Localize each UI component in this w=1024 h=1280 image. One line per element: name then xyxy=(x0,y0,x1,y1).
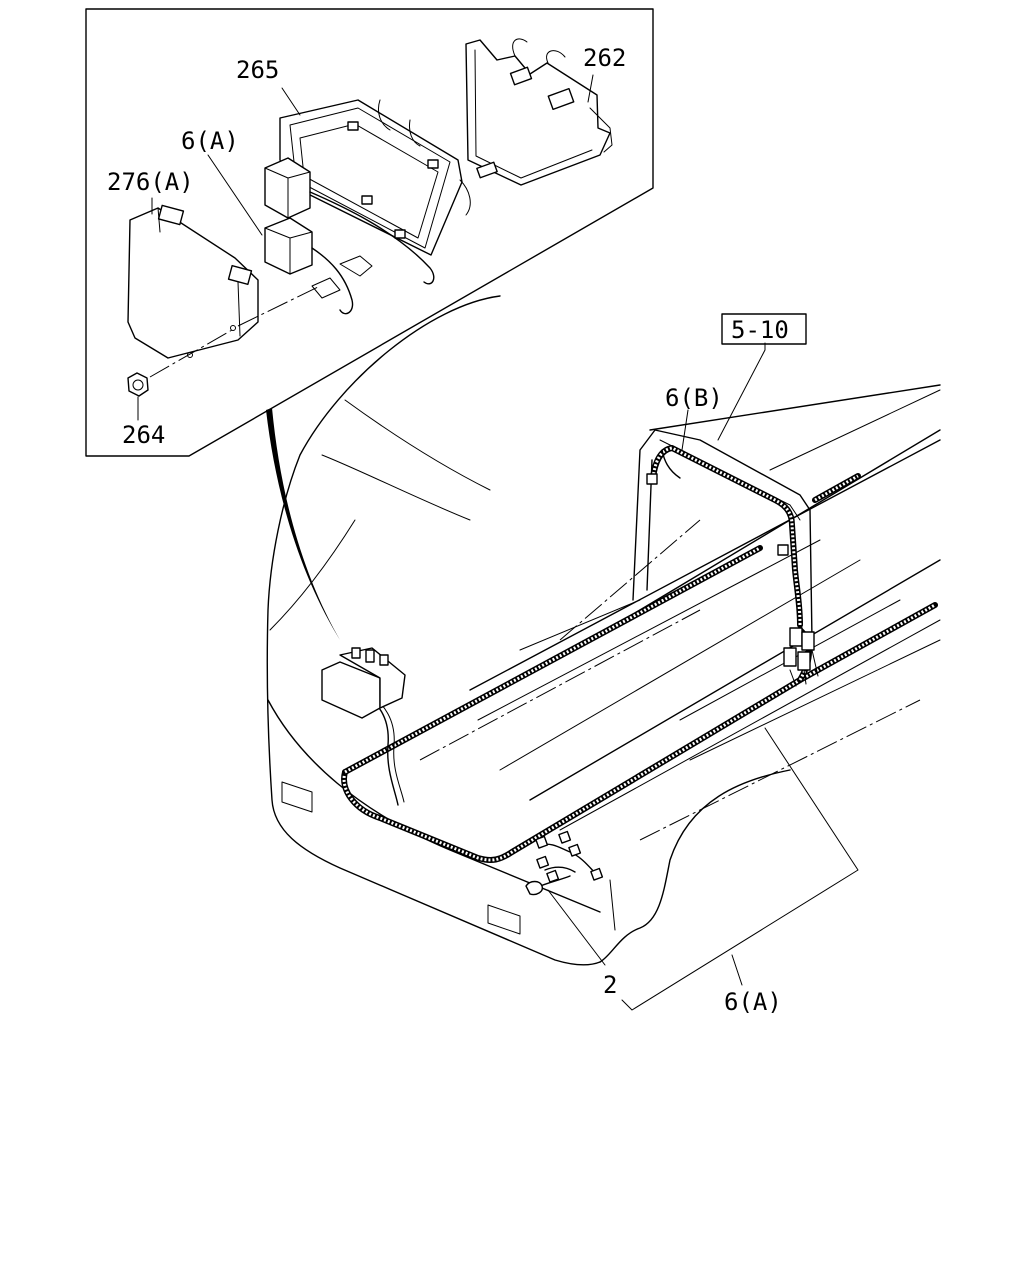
reference-box-5-10 xyxy=(721,313,807,345)
harness-6a xyxy=(341,473,938,863)
label-6b: 6(B) xyxy=(665,384,723,412)
installed-control-unit xyxy=(321,647,406,719)
inset-frame xyxy=(85,8,654,457)
inset-detail xyxy=(85,8,654,457)
rear-connector-cluster xyxy=(783,627,819,687)
chassis-frame xyxy=(469,384,941,831)
label-reference-5-10: 5-10 xyxy=(731,316,789,344)
label-6a-main: 6(A) xyxy=(724,988,782,1016)
label-264: 264 xyxy=(122,421,165,449)
bracket-262 xyxy=(465,38,613,186)
label-276a: 276(A) xyxy=(107,168,194,196)
cover-276a xyxy=(127,204,259,359)
sensor-group-2 xyxy=(525,830,604,896)
label-2: 2 xyxy=(603,971,617,999)
connectors-6a-inset xyxy=(264,157,435,315)
label-262: 262 xyxy=(583,44,626,72)
harness-6b xyxy=(646,445,803,628)
label-265: 265 xyxy=(236,56,279,84)
detail-pointer xyxy=(266,408,340,640)
centre-lines xyxy=(419,519,921,841)
label-6a-inset: 6(A) xyxy=(181,127,239,155)
leader-lines xyxy=(547,342,859,1011)
nut-264 xyxy=(127,372,149,397)
